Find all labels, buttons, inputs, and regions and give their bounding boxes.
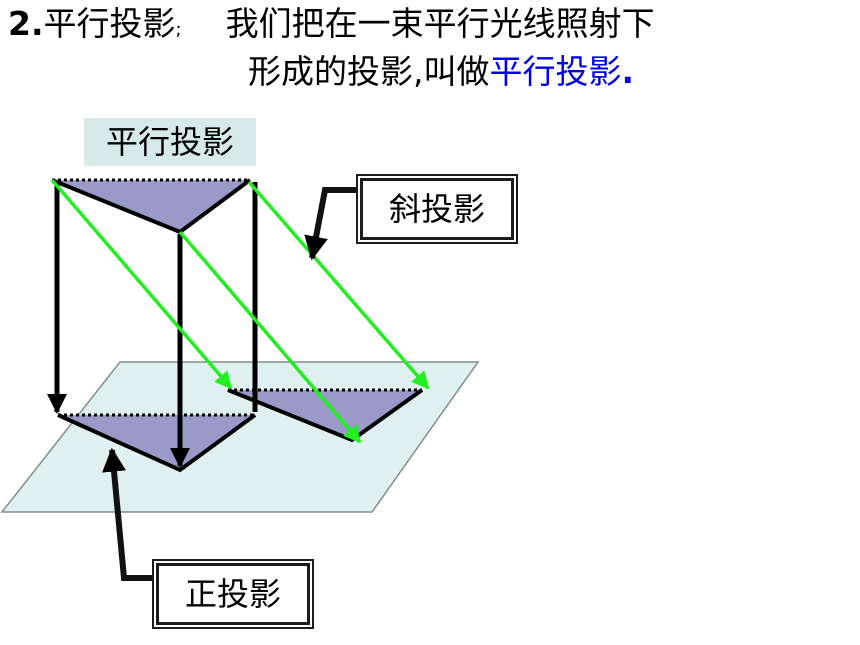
oblique-callout-arrow xyxy=(304,187,356,261)
definition-text-2: 形成的投影,叫做 xyxy=(248,52,490,91)
section-number: 2. xyxy=(8,4,44,43)
orthographic-projection-triangle xyxy=(58,415,255,470)
orthographic-projection-label: 正投影 xyxy=(152,559,314,629)
source-triangle xyxy=(52,180,250,232)
parallel-projection-label: 平行投影 xyxy=(84,118,256,166)
projection-plane xyxy=(0,361,480,513)
ortho-triangle-solid-edges xyxy=(57,413,257,473)
definition-emphasis: 平行投影 xyxy=(489,52,622,91)
oblique-projection-label: 斜投影 xyxy=(356,174,518,244)
definition-text-1: 我们把在一束平行光线照射下 xyxy=(225,4,655,43)
oblique-projection-triangle xyxy=(228,390,422,440)
ortho-callout-arrow xyxy=(102,447,154,581)
oblique-ray-right xyxy=(247,180,430,390)
section-term: 平行投影 xyxy=(43,4,176,43)
oblique-ray-middle xyxy=(178,230,362,444)
term-separator: ; xyxy=(175,19,182,40)
oblique-ray-left xyxy=(50,178,233,390)
heading-line-1: 2.平行投影; 我们把在一束平行光线照射下 xyxy=(8,4,655,50)
heading-line-2: 形成的投影,叫做平行投影. xyxy=(248,52,634,92)
definition-end-period: . xyxy=(621,52,635,91)
